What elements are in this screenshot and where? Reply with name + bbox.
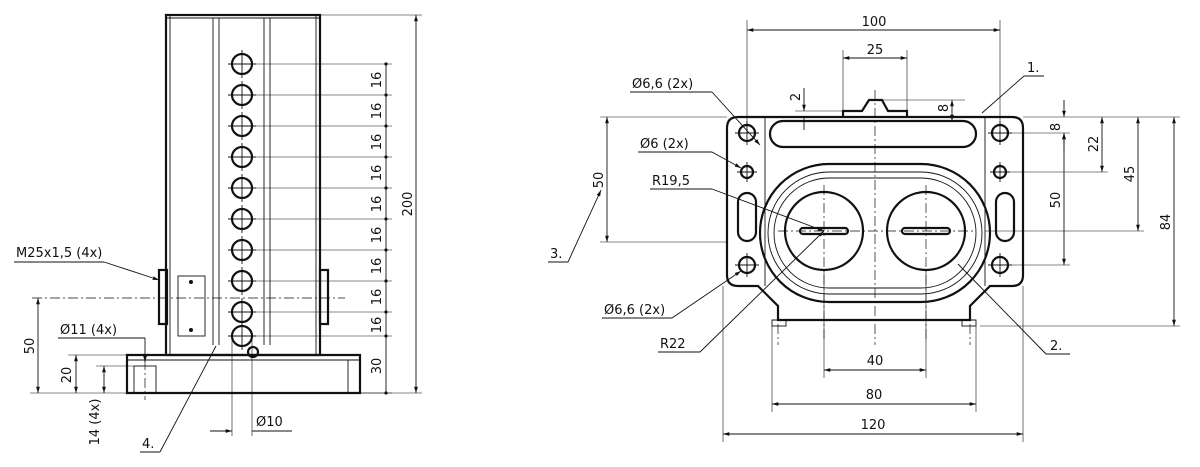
callout-3-leader <box>567 189 602 263</box>
callout-2: 2. <box>1050 339 1062 354</box>
callout-4: 4. <box>142 437 154 452</box>
side-hole <box>228 174 256 202</box>
dim-40-label: 40 <box>867 354 884 369</box>
hole-66-top-label: Ø6,6 (2x) <box>632 77 693 92</box>
dim-120-label: 120 <box>861 418 886 433</box>
hole-6-leader <box>711 151 742 169</box>
pitch-label: 16 <box>370 196 385 213</box>
callout-2-leader <box>957 263 1047 355</box>
side-hole <box>228 267 256 295</box>
hole-66-bottom-leader <box>671 270 742 319</box>
dim-100-label: 100 <box>862 15 887 30</box>
dim-right-45-label: 45 <box>1123 166 1138 183</box>
dim-left-50-label: 50 <box>592 172 607 189</box>
pitch-label: 16 <box>370 134 385 151</box>
dim-right-84-label: 84 <box>1159 214 1174 231</box>
callout-4-leader <box>159 345 217 453</box>
dim-2-label: 2 <box>789 93 804 101</box>
dim-right-8-label: 8 <box>1049 123 1064 131</box>
pitch-label: 16 <box>370 165 385 182</box>
front-corner-hole <box>735 253 759 277</box>
dim-25-label: 25 <box>867 43 884 58</box>
depth-14-label: 14 (4x) <box>88 399 103 446</box>
side-hole <box>228 81 256 109</box>
side-pitch-ticks <box>384 62 388 395</box>
thread-label: M25x1,5 (4x) <box>16 246 102 261</box>
hole-66-bottom-label: Ø6,6 (2x) <box>604 303 665 318</box>
side-hole <box>228 143 256 171</box>
height-20-label: 20 <box>60 367 75 384</box>
radius-195-label: R19,5 <box>652 174 690 189</box>
height-total-label: 200 <box>401 192 416 217</box>
bottom-offset-label: 30 <box>370 358 385 375</box>
side-hole-column <box>228 50 260 359</box>
front-right-slot <box>994 191 1016 243</box>
side-view: 16 16 16 16 16 16 16 16 16 30 200 50 20 … <box>14 13 422 453</box>
pitch-label: 16 <box>370 227 385 244</box>
front-foot <box>771 319 787 327</box>
front-view: 100 25 2 8 8 22 50 45 84 <box>548 15 1180 442</box>
dim-8-top-label: 8 <box>937 104 952 112</box>
front-small-hole <box>990 162 1010 182</box>
pitch-label: 16 <box>370 103 385 120</box>
side-label-plate <box>177 275 206 337</box>
front-foot <box>961 319 977 327</box>
hole-d11-label: Ø11 (4x) <box>60 323 117 338</box>
side-thread-left <box>157 268 169 326</box>
side-label-screw <box>189 280 193 284</box>
side-pin <box>246 345 260 359</box>
side-pitch-extension-lines <box>256 14 422 394</box>
side-pitch-labels: 16 16 16 16 16 16 16 16 16 30 <box>370 72 385 375</box>
pitch-label: 16 <box>370 317 385 334</box>
radius-22-leader <box>699 230 825 353</box>
callout-1-leader <box>981 75 1025 114</box>
side-hole <box>228 298 256 326</box>
pitch-label: 16 <box>370 258 385 275</box>
dim-right-22-label: 22 <box>1087 136 1102 153</box>
front-left-slot <box>736 191 758 243</box>
front-small-hole <box>737 162 757 182</box>
radius-22-label: R22 <box>660 337 686 352</box>
side-label-screw <box>189 328 193 332</box>
side-hole <box>228 236 256 264</box>
side-body-outline <box>164 13 322 357</box>
side-thread-right <box>318 268 330 326</box>
side-hole <box>228 112 256 140</box>
dim-80-label: 80 <box>866 388 883 403</box>
callout-3: 3. <box>550 247 562 262</box>
thread-leader <box>103 261 160 281</box>
hole-d10-label: Ø10 <box>256 415 283 430</box>
side-base-plate <box>125 353 362 395</box>
front-corner-hole <box>988 253 1012 277</box>
radius-195-leader <box>711 188 825 232</box>
pitch-label: 16 <box>370 72 385 89</box>
pitch-label: 16 <box>370 289 385 306</box>
hole-6-label: Ø6 (2x) <box>640 137 689 152</box>
side-hole <box>228 50 256 78</box>
dim-right-50-label: 50 <box>1049 192 1064 209</box>
callout-1: 1. <box>1027 61 1039 76</box>
hole-66-top-leader <box>711 91 761 146</box>
side-hole <box>228 205 256 233</box>
front-top-tab <box>841 98 909 117</box>
height-50-label: 50 <box>23 338 38 355</box>
front-top-slot <box>768 119 978 149</box>
